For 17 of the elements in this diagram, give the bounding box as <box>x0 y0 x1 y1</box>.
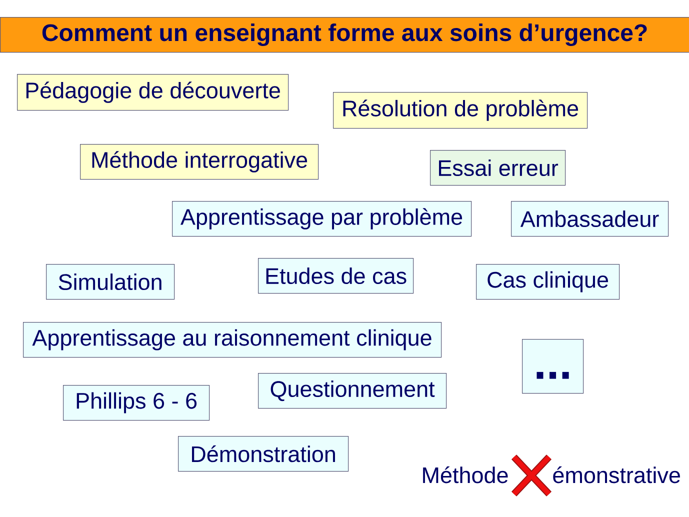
method-box: Méthode interrogative <box>80 144 319 180</box>
method-box: Essai erreur <box>430 150 566 186</box>
method-box: Simulation <box>46 264 175 300</box>
method-box: Questionnement <box>258 373 447 409</box>
method-box: Etudes de cas <box>258 258 414 294</box>
method-box: Phillips 6 - 6 <box>63 385 210 421</box>
method-box: Apprentissage par problème <box>172 201 472 237</box>
method-box: Cas clinique <box>476 264 620 300</box>
method-box: Ambassadeur <box>511 201 669 237</box>
method-box: Résolution de problème <box>333 92 588 129</box>
method-box: Apprentissage au raisonnement clinique <box>23 322 442 358</box>
method-box: Pédagogie de découverte <box>17 74 289 111</box>
method-box: Démonstration <box>178 436 349 472</box>
title-bar: Comment un enseignant forme aux soins d’urgence? <box>0 17 689 53</box>
ellipsis-box: ... <box>522 339 584 394</box>
note-text: émonstrative <box>553 466 680 484</box>
note-text: Méthode <box>423 466 508 484</box>
